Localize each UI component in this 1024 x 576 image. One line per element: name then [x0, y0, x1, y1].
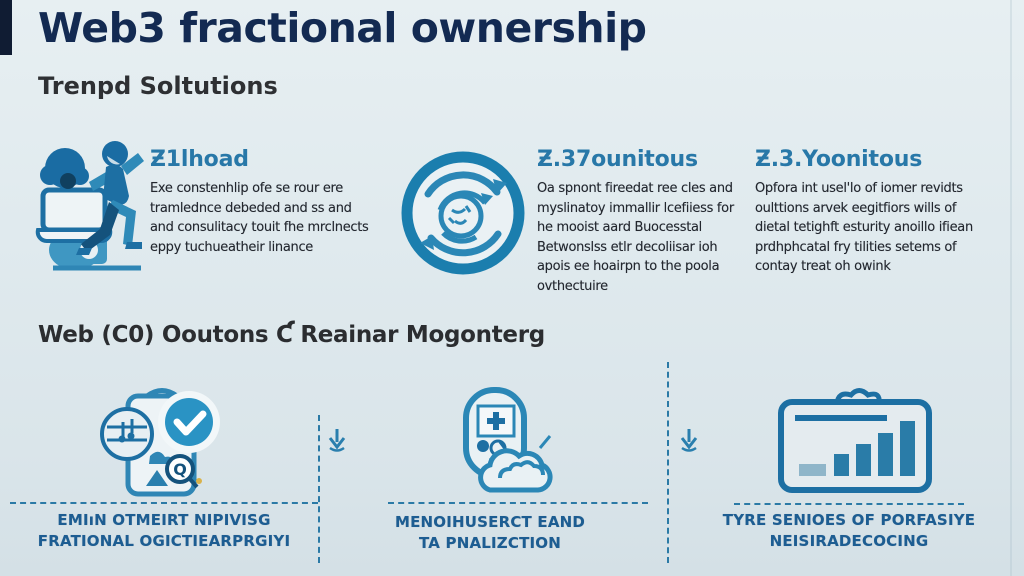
- horizontal-dashed-divider: [388, 502, 648, 504]
- page-title: Web3 fractional ownership: [38, 4, 647, 52]
- feature-3: Ƶ.3.Yoonitous Opfora int usel'lo of iome…: [755, 147, 973, 277]
- feature-2-line: myslinatoy immallir lcefiiess for: [537, 200, 734, 216]
- circular-cycle-icon: [401, 151, 525, 275]
- feature-1-line: Exe constenhlip ofe se rour ere: [150, 181, 343, 196]
- feature-3-line: oulttions arvek eegitfiors wills of: [755, 200, 957, 216]
- feature-1-heading: Ƶ1lhoad: [150, 147, 249, 172]
- feature-1-line: tramlednce debeded and ss and: [150, 200, 352, 216]
- step-3-label-line2: NEISIRADECOCING: [769, 532, 929, 550]
- feature-1: Ƶ1lhoad Exe constenhlip ofe se rour ere …: [150, 147, 369, 257]
- horizontal-dashed-divider: [734, 503, 964, 505]
- feature-2-line: ovthectuire: [537, 278, 608, 294]
- horizontal-dashed-divider: [10, 502, 318, 504]
- section-heading: Web (C0) Ooutons Ƈ Reainar Mogonterg: [38, 322, 545, 348]
- down-arrow-icon: [680, 429, 698, 452]
- feature-3-line: dietal tetighft esturity anoillo ifiean: [755, 220, 973, 235]
- step-2-label-line2: TA PNALIZCTION: [419, 534, 561, 552]
- feature-2-line: Oa spnont fireedat ree cles and: [537, 181, 733, 196]
- step-2-label-line1: MENOIHUSERCT EAND: [394, 513, 586, 531]
- feature-3-line: contay treat oh owink: [755, 259, 891, 274]
- feature-3-line: prdhphcatal fry tilities setems of: [755, 239, 957, 255]
- feature-3-line: Opfora int usel'lo of iomer revidts: [755, 181, 963, 196]
- feature-3-heading: Ƶ.3.Yoonitous: [755, 147, 923, 172]
- down-arrow-icon: [328, 429, 346, 452]
- feature-2-line: he mooist aard Buocesstal: [537, 220, 702, 235]
- feature-2-line: Betwonslss etlr decoliisar ioh: [537, 239, 718, 255]
- step-2-label: MENOIHUSERCT EAND TA PNALIZCTION: [345, 512, 635, 554]
- step-3-label-line1: TYRE SENIOES OF PORFASIYE: [722, 511, 976, 529]
- corner-accent-bar: [0, 0, 12, 55]
- feature-2: Ƶ.37ounitous Oa spnont fireedat ree cles…: [537, 147, 734, 296]
- vertical-dashed-divider: [667, 362, 669, 563]
- device-cloud-icon: [463, 387, 553, 493]
- feature-1-line: eppy tuchueatheir linance: [150, 239, 313, 255]
- svg-text:Q: Q: [173, 460, 187, 479]
- step-1-label: EMIıN OTMEIRT NIPIVISG FRATIONAL OGICTIE…: [10, 510, 318, 552]
- bar-chart-board-icon: [778, 388, 932, 493]
- feature-2-line: apois ee hoairpn to the poola: [537, 259, 720, 274]
- feature-1-line: and consulitacy touit fhe mrclnects: [150, 220, 369, 235]
- step-1-label-line2: FRATIONAL OGICTIEARPRGIYI: [37, 532, 291, 550]
- right-edge-line: [1010, 0, 1012, 576]
- step-1-label-line1: EMIıN OTMEIRT NIPIVISG: [57, 511, 271, 529]
- vertical-dashed-divider: [318, 415, 320, 563]
- person-illustration-icon: [35, 141, 144, 271]
- feature-2-heading: Ƶ.37ounitous: [537, 147, 698, 172]
- page-subtitle: Trenpd Soltutions: [38, 72, 278, 100]
- step-3-label: TYRE SENIOES OF PORFASIYE NEISIRADECOCIN…: [718, 510, 980, 552]
- clipboard-check-magnifier-icon: Q: [100, 388, 220, 497]
